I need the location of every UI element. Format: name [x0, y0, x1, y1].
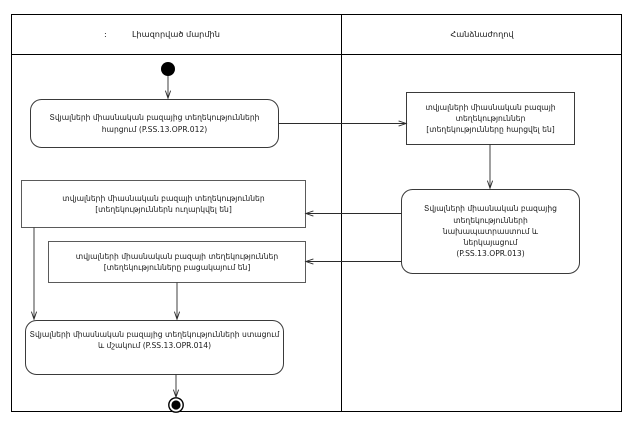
object-info-sent-state: [տեղեկություններն ուղարկվել են] [95, 205, 232, 214]
object-info-requested-label: տվյալների միասնական բազայի տեղեկությունն… [407, 93, 574, 144]
activity-prepare-present-line-2: տեղեկությունների [453, 215, 528, 225]
activity-request-info-line-1: Տվյալների միասնական բազայից տեղեկություն… [49, 113, 260, 123]
activity-request-info-line-2: հարցում (P.SS.13.OPR.012) [101, 124, 208, 134]
object-info-absent-line-1: տվյալների միասնական բազայի տեղեկությունն… [75, 251, 279, 261]
object-info-sent-line-1: տվյալների միասնական բազայի տեղեկությունն… [62, 193, 265, 203]
initial-node-shape [161, 62, 175, 76]
activity-receive-process-line-2: և մշակում (P.SS.13.OPR.014) [97, 341, 212, 351]
lane-title-commission: Հանձնաժողով [450, 29, 514, 39]
activity-receive-process-shape [25, 320, 284, 375]
object-info-absent-state: [տեղեկությունները բացակայում են] [103, 263, 251, 272]
activity-prepare-present-line-4: ներկայացում [463, 238, 518, 248]
activity-prepare-present-shape [401, 189, 580, 274]
object-info-requested-line-1: տվյալների միասնական բազայի [425, 102, 556, 112]
object-info-requested-state: [տեղեկությունները հարցվել են] [426, 125, 555, 135]
lane-title-authorized-body: Լիազորված մարմին [132, 29, 220, 39]
swimlane-frame [11, 14, 622, 412]
object-info-sent-shape [21, 180, 306, 228]
activity-receive-process-label: Տվյալների միասնական բազայից տեղեկություն… [27, 321, 282, 361]
activity-request-info-label: Տվյալների միասնական բազայից տեղեկություն… [32, 100, 277, 147]
activity-prepare-present-label: Տվյալների միասնական բազայից տեղեկություն… [403, 190, 578, 273]
object-info-absent-shape [48, 241, 306, 283]
activity-receive-process-line-1: Տվյալների միասնական բազայից տեղեկություն… [29, 330, 280, 339]
object-info-requested-shape [406, 92, 575, 145]
object-info-requested-line-2: տեղեկություններ [455, 113, 526, 123]
lane-title-prefix-authorized-body: : [104, 29, 107, 39]
activity-request-info-shape [30, 99, 279, 148]
activity-prepare-present-line-3: նախապատրաստում և [442, 226, 539, 236]
activity-prepare-present-line-5: (P.SS.13.OPR.013) [456, 249, 525, 259]
final-node-shape [168, 397, 184, 413]
object-info-sent-label: տվյալների միասնական բազայի տեղեկությունն… [23, 181, 304, 227]
object-info-absent-label: տվյալների միասնական բազայի տեղեկությունն… [50, 242, 304, 282]
activity-prepare-present-line-1: Տվյալների միասնական բազայից [424, 204, 557, 214]
